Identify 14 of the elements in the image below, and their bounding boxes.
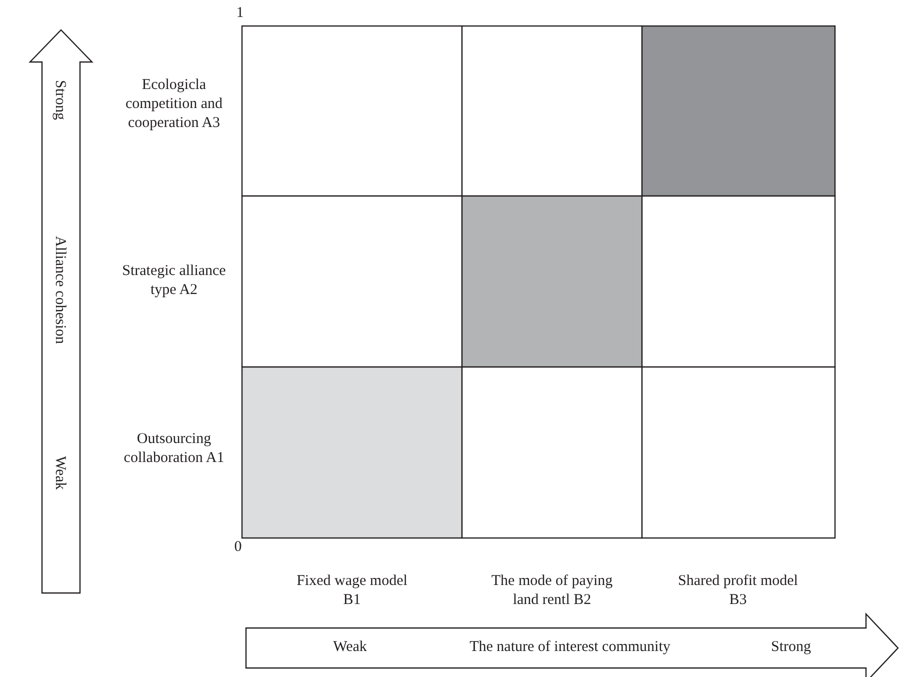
axis-end-label: Weak <box>332 638 368 657</box>
row-label: Strategic alliance type A2 <box>121 262 227 300</box>
axis-title: The nature of interest community <box>468 638 672 657</box>
column-label: Shared profit model B3 <box>677 572 799 610</box>
column-label: The mode of paying land rentl B2 <box>490 572 614 610</box>
axis-end-label: Strong <box>770 638 812 657</box>
axis-end-label: Strong <box>51 80 69 120</box>
row-label: Ecologicla competition and cooperation A3 <box>124 76 224 133</box>
row-label: Outsourcing collaboration A1 <box>122 430 226 468</box>
column-label: Fixed wage model B1 <box>296 572 408 610</box>
axis-tick-label: 1 <box>235 4 245 23</box>
axis-title: Alliance cohesion <box>51 236 69 344</box>
axis-tick-label: 0 <box>233 538 243 557</box>
axis-end-label: Weak <box>51 456 69 490</box>
